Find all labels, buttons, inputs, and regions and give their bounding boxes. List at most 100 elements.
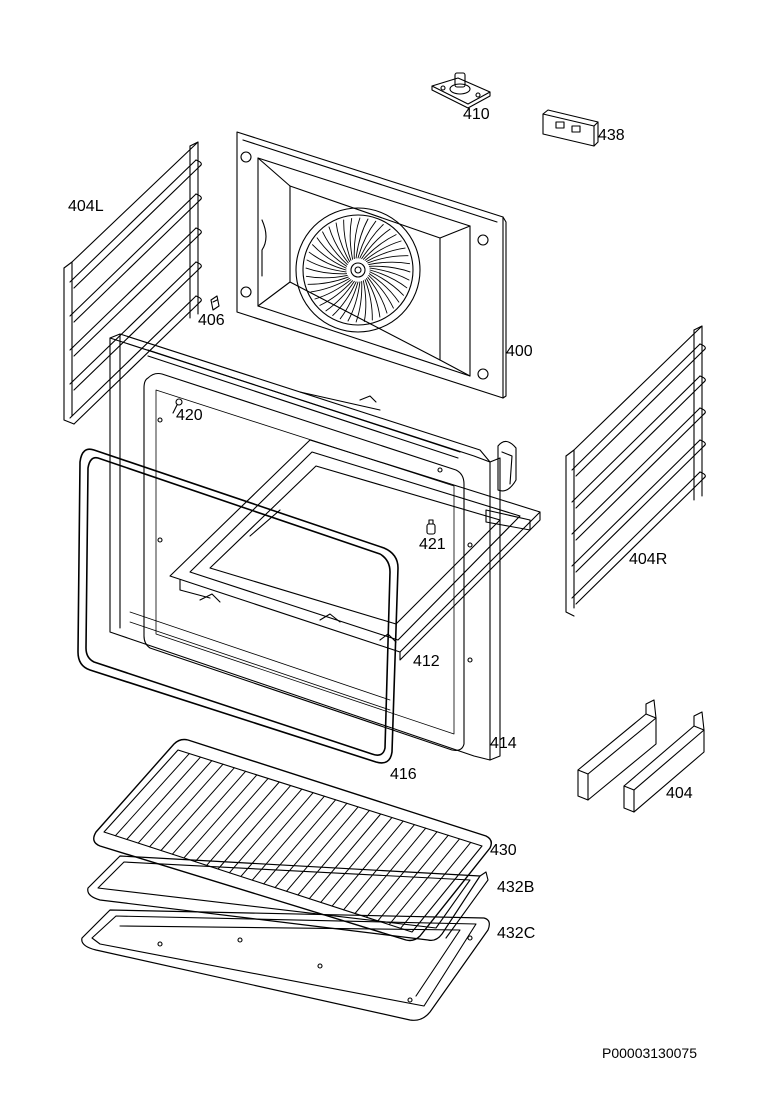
label-406: 406 (198, 312, 225, 329)
fan-spoke (339, 281, 359, 320)
fan-spoke (353, 217, 361, 260)
shelf-rung (69, 261, 197, 385)
part-414-drawing (109, 333, 541, 761)
label-404L: 404L (68, 198, 104, 215)
fan-spoke (332, 281, 357, 316)
shelf-rung-end (195, 261, 202, 269)
grid-bar (160, 767, 235, 851)
shelf-rung (73, 267, 201, 391)
grid-bar (183, 774, 258, 859)
shelf-rung-end (699, 407, 706, 415)
shelf-rung (69, 159, 197, 283)
grid-bar (343, 824, 415, 911)
grid-bar (194, 777, 269, 863)
grid-bar (400, 841, 472, 929)
fan-spoke (366, 247, 406, 262)
part-421-drawing (426, 519, 436, 535)
fan-spoke (364, 279, 373, 321)
document-id: P00003130075 (602, 1045, 697, 1061)
fan-spoke (357, 220, 377, 259)
label-404R: 404R (629, 551, 668, 568)
part-410-drawing (431, 72, 491, 109)
part-406-drawing (210, 295, 220, 311)
fan-spoke (362, 234, 397, 260)
fan-spoke (361, 228, 391, 260)
fan-spoke (364, 240, 402, 261)
fan-spoke (368, 274, 394, 309)
fan-spoke (343, 219, 352, 261)
fan-spoke (368, 273, 400, 303)
fan-spoke (355, 218, 369, 259)
shelf-rung (571, 471, 701, 599)
fan-spoke (308, 251, 347, 271)
fan-spoke (325, 280, 355, 312)
shelf-rung-end (699, 343, 706, 351)
label-438: 438 (598, 127, 625, 144)
shelf-rung-end (195, 193, 202, 201)
fan-spoke (314, 279, 352, 300)
grid-bar (217, 785, 292, 870)
grid-bar (126, 756, 201, 840)
grid-bar (240, 792, 314, 877)
shelf-rung (73, 199, 201, 323)
fan-spoke (355, 280, 363, 323)
shelf-rung-end (699, 439, 706, 447)
shelf-rung (575, 413, 705, 541)
fan-spoke (362, 280, 367, 323)
shelf-rung (575, 349, 705, 477)
fan-spoke (359, 224, 384, 259)
shelf-rung (571, 343, 701, 471)
grid-bar (377, 834, 449, 922)
fan-spoke (369, 271, 404, 296)
fan-spoke (349, 217, 354, 260)
part-438-drawing (542, 109, 599, 147)
grid-bar (388, 838, 460, 926)
grid-bar (297, 809, 370, 896)
label-432B: 432B (497, 879, 535, 896)
shelf-rung-end (195, 227, 202, 235)
grid-bar (274, 802, 348, 889)
shelf-rung (69, 227, 197, 351)
shelf-rung (73, 301, 201, 425)
grid-bar (320, 817, 393, 903)
fan-spoke (322, 231, 348, 266)
part-404-drawing (577, 699, 705, 813)
grid-bar (137, 760, 213, 844)
grid-bar (286, 806, 359, 892)
fan-spoke (335, 222, 350, 262)
grid-bar (149, 763, 224, 848)
shelf-rung-end (699, 375, 706, 383)
fan-spoke (316, 237, 348, 267)
fan-spoke (367, 255, 409, 264)
shelf-rung-end (195, 295, 202, 303)
shelf-rung (575, 381, 705, 509)
grid-bar (171, 770, 247, 855)
shelf-rung (575, 477, 705, 605)
shelf-rung (571, 375, 701, 503)
fan-spoke (306, 259, 347, 273)
shelf-rung (69, 193, 197, 317)
label-404: 404 (666, 785, 693, 802)
label-412: 412 (413, 653, 440, 670)
part-416-drawing (77, 448, 399, 764)
part-400-drawing (236, 131, 507, 399)
fan-spoke (328, 226, 349, 264)
grid-bar (206, 781, 280, 866)
part-404R-drawing (565, 325, 706, 617)
part-404L-drawing (63, 141, 202, 425)
fan-spoke (307, 276, 349, 285)
shelf-rung-end (699, 471, 706, 479)
fan-spoke (319, 280, 354, 306)
label-432C: 432C (497, 925, 536, 942)
fan-spoke (305, 267, 348, 275)
label-414: 414 (490, 735, 517, 752)
shelf-rung (69, 295, 197, 419)
fan-spoke (366, 278, 381, 318)
shelf-rung-end (195, 159, 202, 167)
fan-spoke (310, 278, 350, 293)
label-430: 430 (490, 842, 517, 859)
grid-bar (251, 795, 325, 881)
label-420: 420 (176, 407, 203, 424)
